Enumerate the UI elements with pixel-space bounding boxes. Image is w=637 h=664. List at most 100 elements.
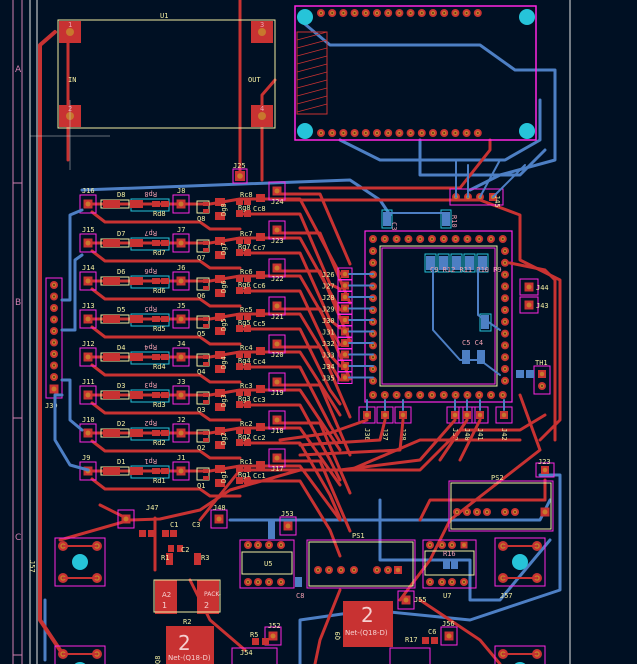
back-smd-pad[interactable] bbox=[526, 370, 534, 378]
smd-pad[interactable] bbox=[244, 313, 251, 320]
resistor-pad[interactable] bbox=[130, 391, 143, 399]
diode-pad[interactable] bbox=[103, 239, 120, 247]
diode-pad[interactable] bbox=[103, 467, 120, 475]
diode-pad[interactable] bbox=[103, 391, 120, 399]
smd-pad[interactable] bbox=[244, 465, 251, 472]
smd-pad[interactable] bbox=[162, 530, 169, 537]
smd-pad[interactable] bbox=[256, 347, 265, 355]
resistor-pad[interactable] bbox=[130, 353, 143, 361]
smd-pad[interactable] bbox=[244, 363, 251, 370]
smd-pad[interactable] bbox=[215, 465, 225, 473]
smd-pad[interactable] bbox=[215, 198, 225, 206]
smd-pad[interactable] bbox=[215, 289, 225, 297]
smd-pad[interactable] bbox=[215, 403, 225, 411]
smd-pad[interactable] bbox=[244, 249, 251, 256]
smd-pad[interactable] bbox=[215, 251, 225, 259]
smd-pad[interactable] bbox=[203, 400, 209, 404]
smd-pad[interactable] bbox=[215, 351, 225, 359]
resistor-pad[interactable] bbox=[161, 430, 169, 436]
smd-pad[interactable] bbox=[236, 439, 243, 446]
resistor-pad[interactable] bbox=[152, 316, 160, 322]
smd-pad[interactable] bbox=[203, 393, 209, 397]
resistor-pad[interactable] bbox=[152, 354, 160, 360]
smd-pad[interactable] bbox=[203, 286, 209, 290]
resistor-pad[interactable] bbox=[130, 200, 143, 208]
smd-pad[interactable] bbox=[203, 362, 209, 366]
resistor-pad[interactable] bbox=[161, 392, 169, 398]
smd-pad[interactable] bbox=[203, 469, 209, 473]
smd-pad[interactable] bbox=[203, 438, 209, 442]
resistor-pad[interactable] bbox=[130, 277, 143, 285]
smd-pad[interactable] bbox=[244, 427, 251, 434]
smd-pad[interactable] bbox=[168, 545, 174, 552]
smd-pad[interactable] bbox=[244, 389, 251, 396]
smd-pad[interactable] bbox=[262, 638, 269, 645]
smd-pad[interactable] bbox=[203, 202, 209, 206]
smd-pad[interactable] bbox=[236, 198, 243, 205]
smd-pad[interactable] bbox=[215, 479, 225, 487]
smd-pad[interactable] bbox=[244, 439, 251, 446]
smd-pad[interactable] bbox=[177, 545, 183, 552]
resistor-pad[interactable] bbox=[161, 278, 169, 284]
smd-pad[interactable] bbox=[236, 427, 243, 434]
resistor-pad[interactable] bbox=[161, 201, 169, 207]
smd-pad[interactable] bbox=[236, 287, 243, 294]
diode-pad[interactable] bbox=[103, 277, 120, 285]
smd-pad[interactable] bbox=[236, 401, 243, 408]
resistor-pad[interactable] bbox=[152, 392, 160, 398]
resistor-pad[interactable] bbox=[161, 240, 169, 246]
smd-pad[interactable] bbox=[244, 351, 251, 358]
smd-pad[interactable] bbox=[256, 271, 265, 279]
smd-pad[interactable] bbox=[244, 210, 251, 217]
smd-pad[interactable] bbox=[236, 351, 243, 358]
smd-pad[interactable] bbox=[215, 365, 225, 373]
smd-pad[interactable] bbox=[244, 477, 251, 484]
smd-pad[interactable] bbox=[431, 637, 438, 644]
smd-pad[interactable] bbox=[236, 275, 243, 282]
back-smd-pad[interactable] bbox=[268, 519, 275, 529]
smd-pad[interactable] bbox=[194, 553, 201, 565]
smd-pad[interactable] bbox=[197, 580, 219, 614]
resistor-pad[interactable] bbox=[161, 354, 169, 360]
smd-pad[interactable] bbox=[215, 327, 225, 335]
smd-pad[interactable] bbox=[244, 401, 251, 408]
resistor-pad[interactable] bbox=[161, 468, 169, 474]
smd-pad[interactable] bbox=[215, 389, 225, 397]
smd-pad[interactable] bbox=[422, 637, 429, 644]
smd-pad[interactable] bbox=[166, 553, 173, 565]
smd-pad[interactable] bbox=[215, 441, 225, 449]
smd-pad[interactable] bbox=[203, 209, 209, 213]
smd-pad[interactable] bbox=[236, 313, 243, 320]
smd-pad[interactable] bbox=[244, 275, 251, 282]
back-smd-pad[interactable] bbox=[465, 256, 474, 270]
back-smd-pad[interactable] bbox=[383, 212, 391, 226]
diode-pad[interactable] bbox=[103, 200, 120, 208]
diode-pad[interactable] bbox=[103, 315, 120, 323]
smd-pad[interactable] bbox=[236, 325, 243, 332]
smd-pad[interactable] bbox=[244, 325, 251, 332]
smd-pad[interactable] bbox=[252, 638, 259, 645]
smd-pad[interactable] bbox=[256, 309, 265, 317]
smd-pad[interactable] bbox=[244, 198, 251, 205]
smd-pad[interactable] bbox=[236, 363, 243, 370]
back-smd-pad[interactable] bbox=[452, 256, 461, 270]
smd-pad[interactable] bbox=[236, 210, 243, 217]
resistor-pad[interactable] bbox=[130, 467, 143, 475]
diode-pad[interactable] bbox=[103, 353, 120, 361]
smd-pad[interactable] bbox=[139, 530, 146, 537]
smd-pad[interactable] bbox=[236, 249, 243, 256]
smd-pad[interactable] bbox=[215, 427, 225, 435]
back-smd-pad[interactable] bbox=[295, 577, 302, 587]
smd-pad[interactable] bbox=[215, 275, 225, 283]
smd-pad[interactable] bbox=[215, 212, 225, 220]
smd-pad[interactable] bbox=[244, 237, 251, 244]
smd-pad[interactable] bbox=[203, 476, 209, 480]
smd-pad[interactable] bbox=[203, 241, 209, 245]
smd-pad[interactable] bbox=[203, 324, 209, 328]
smd-pad[interactable] bbox=[203, 248, 209, 252]
back-smd-pad[interactable] bbox=[268, 529, 275, 539]
back-smd-pad[interactable] bbox=[439, 256, 448, 270]
resistor-pad[interactable] bbox=[152, 201, 160, 207]
